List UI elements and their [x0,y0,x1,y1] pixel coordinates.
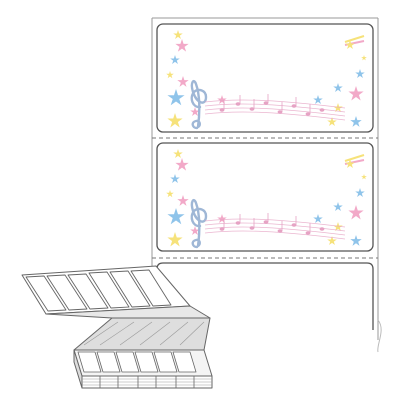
music-note-icon [291,104,297,108]
treble-clef-icon [190,80,208,130]
music-note-icon [249,107,255,111]
fanfold-label [130,269,172,307]
label-3-partial [156,262,374,340]
music-note-icon [263,101,269,105]
music-note-icon [277,110,283,114]
fanfold-top-sheet [21,265,211,319]
music-staff [204,99,346,121]
music-note-icon [219,227,225,231]
music-note-icon [305,231,311,235]
label-1 [156,23,374,133]
music-note-icon [235,221,241,225]
label-2-artwork [166,149,367,249]
music-note-icon [263,220,269,224]
fanfold-label [46,274,88,311]
fanfold-label [88,271,130,309]
music-note-icon [219,108,225,112]
music-note-icon [235,102,241,106]
music-notes [219,220,325,235]
fanfold-stack-illustration [21,265,213,389]
treble-clef-icon [190,199,208,249]
label-1-artwork [166,30,367,130]
fanfold-label [67,273,109,310]
liner-fade-right [377,319,382,353]
music-note-icon [291,223,297,227]
music-notes [219,101,325,116]
fanfold-label [109,270,151,308]
shooting-star-icon [344,154,365,169]
fanfold-stack-base [73,349,213,389]
music-staff [204,218,346,240]
music-note-icon [277,229,283,233]
label-2 [156,142,374,252]
fanfold-ribbon [73,317,211,351]
music-note-icon [249,226,255,230]
music-note-icon [305,112,311,116]
fanfold-label [25,275,67,312]
music-note-icon [319,108,325,112]
shooting-star-icon [344,35,365,50]
music-note-icon [319,227,325,231]
